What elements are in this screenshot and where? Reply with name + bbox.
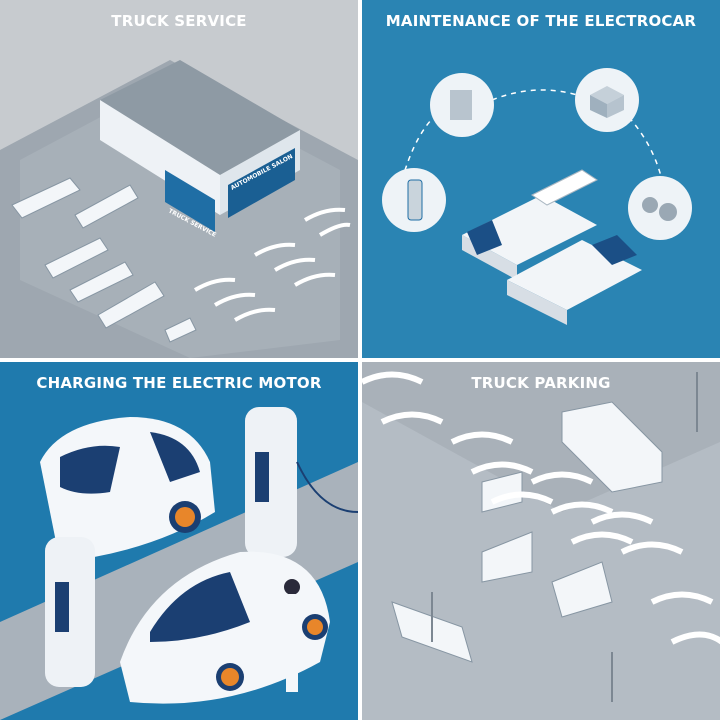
panel-title: TRUCK PARKING [471, 374, 611, 392]
maintenance-illustration [382, 68, 692, 325]
panel-truck-parking: TRUCK PARKING [362, 362, 720, 720]
charging-station [45, 407, 358, 687]
electric-van [40, 417, 215, 565]
panel-title: CHARGING THE ELECTRIC MOTOR [36, 374, 322, 392]
charging-illustration [0, 407, 358, 720]
electric-car [120, 551, 330, 704]
panel-maintenance: MAINTENANCE OF THE ELECTROCAR [362, 0, 720, 358]
repair-truck [462, 169, 598, 280]
service-building: TRUCK SERVICE AUTOMOBILE SALON [100, 60, 300, 239]
panel-charging: CHARGING THE ELECTRIC MOTOR [0, 362, 358, 720]
person [284, 579, 300, 692]
panel-title: TRUCK SERVICE [111, 12, 247, 30]
truck-service-illustration: TRUCK SERVICE AUTOMOBILE SALON [0, 60, 358, 358]
panel-truck-service: TRUCK SERVICE TRUCK SERVICE AUTOMOBILE S… [0, 0, 358, 358]
parking-canopies [362, 371, 720, 645]
panel-title: MAINTENANCE OF THE ELECTROCAR [385, 12, 697, 30]
truck-parking-illustration [362, 371, 720, 720]
trucks [11, 177, 197, 343]
parking-canopies [193, 207, 351, 322]
service-truck [507, 235, 642, 325]
street-lamps [431, 372, 698, 702]
